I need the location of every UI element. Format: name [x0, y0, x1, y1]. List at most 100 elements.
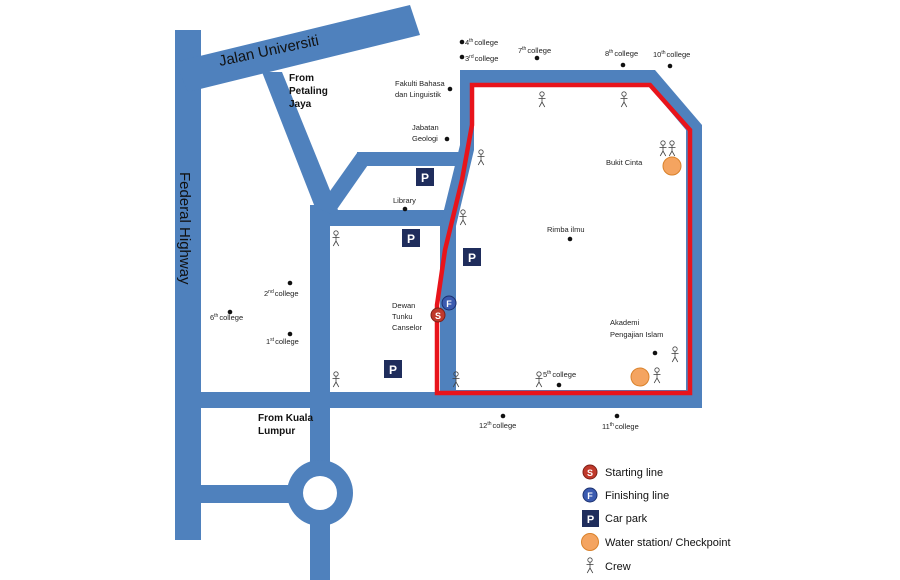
water-station [662, 156, 682, 176]
akademi-dot [652, 350, 658, 356]
legend-car-park: Car park [605, 513, 648, 525]
crew-icon [535, 371, 543, 388]
college-4-label: 4thcollege [465, 38, 498, 47]
svg-text:P: P [407, 232, 415, 246]
from-kl-line2: Lumpur [258, 426, 295, 437]
rimba-ilmu-label: Rimba ilmu [547, 225, 585, 234]
bukit-cinta-label: Bukit Cinta [606, 158, 643, 167]
rimba-ilmu-dot [567, 236, 573, 242]
west-exit-road [200, 485, 290, 503]
legend-crew: Crew [605, 561, 631, 573]
road-network [175, 5, 702, 580]
svg-text:F: F [587, 491, 593, 501]
library-dot [402, 206, 408, 212]
college-12-dot [500, 413, 506, 419]
crew-icon [668, 140, 676, 157]
legend-water-icon [581, 533, 599, 551]
svg-text:S: S [587, 468, 593, 478]
outer-loop-road [440, 70, 702, 408]
fakulti-dot [447, 86, 453, 92]
college-2-dot [287, 280, 293, 286]
svg-text:F: F [446, 299, 452, 309]
car-park-marker: P [416, 168, 434, 186]
water-station [630, 367, 650, 387]
college-7-label: 7thcollege [518, 46, 551, 55]
run-route [434, 82, 693, 396]
library-road [310, 210, 456, 226]
crew-icon [653, 367, 661, 384]
svg-text:P: P [468, 251, 476, 265]
crew-icon [332, 230, 340, 247]
finish-marker: F [441, 295, 457, 311]
from-pj-line1: From [289, 73, 314, 84]
places: Fakulti Bahasa dan Linguistik Jabatan Ge… [392, 79, 663, 356]
svg-text:S: S [435, 311, 441, 321]
college-8-label: 8thcollege [605, 49, 638, 58]
college-12-label: 12thcollege [479, 421, 516, 430]
college-6-dot [227, 309, 233, 315]
college-6-label: 6thcollege [210, 313, 243, 322]
legend-starting-line: Starting line [605, 467, 663, 479]
svg-text:P: P [421, 171, 429, 185]
legend-water-station: Water station/ Checkpoint [605, 537, 731, 549]
fakulti-label-1: Fakulti Bahasa [395, 79, 445, 88]
south-exit-road [310, 520, 330, 580]
jabatan-label-2: Geologi [412, 134, 438, 143]
legend-start-icon: S [582, 464, 598, 480]
from-pj-line3: Jaya [289, 99, 312, 110]
library-label: Library [393, 196, 416, 205]
crew-icon [477, 149, 485, 166]
dewan-label-1: Dewan [392, 301, 415, 310]
car-park-marker: P [402, 229, 420, 247]
federal-highway-label: Federal Highway [176, 172, 193, 285]
from-pj-line2: Petaling [289, 86, 328, 97]
svg-text:P: P [389, 363, 397, 377]
college-1-label: 1stcollege [266, 337, 299, 346]
college-11-label: 11thcollege [602, 422, 639, 431]
car-parks: P P P P [384, 168, 481, 378]
legend-finish-icon: F [582, 487, 598, 503]
college-7-dot [534, 55, 540, 61]
legend-finishing-line: Finishing line [605, 490, 669, 502]
main-south-road [310, 205, 330, 540]
south-road [200, 392, 702, 408]
car-park-marker: P [384, 360, 402, 378]
crew-icon [620, 91, 628, 108]
jabatan-label-1: Jabatan [412, 123, 439, 132]
north-link-road [318, 153, 370, 215]
dewan-label-2: Tunku [392, 312, 413, 321]
petaling-jaya-road [262, 72, 340, 215]
college-1-dot [287, 331, 293, 337]
akademi-label-2: Pengajian Islam [610, 330, 663, 339]
dewan-label-3: Canselor [392, 323, 423, 332]
college-3-dot [459, 54, 465, 60]
crew-icon [538, 91, 546, 108]
crew-icon [659, 140, 667, 157]
college-11-dot [614, 413, 620, 419]
college-5-dot [556, 382, 562, 388]
svg-text:P: P [587, 514, 594, 526]
geologi-road [357, 152, 467, 166]
college-4-dot [459, 39, 465, 45]
college-2-label: 2ndcollege [264, 289, 299, 298]
legend-parking-icon: P [582, 510, 599, 527]
crew-icon [459, 209, 467, 226]
jabatan-dot [444, 136, 450, 142]
college-3-label: 3rdcollege [465, 54, 498, 63]
legend: S Starting line F Finishing line P Car p… [581, 464, 731, 574]
crew-icon [332, 371, 340, 388]
start-marker: S [430, 307, 446, 323]
federal-highway-road [175, 30, 201, 540]
roundabout-island [303, 476, 337, 510]
college-10-dot [667, 63, 673, 69]
crew-icon [671, 346, 679, 363]
crew-members [332, 91, 679, 388]
akademi-label-1: Akademi [610, 318, 640, 327]
colleges: 4thcollege 3rdcollege 7thcollege 8thcoll… [210, 38, 690, 431]
fakulti-label-2: dan Linguistik [395, 90, 441, 99]
college-8-dot [620, 62, 626, 68]
college-10-label: 10thcollege [653, 50, 690, 59]
college-5-label: 5thcollege [543, 370, 576, 379]
